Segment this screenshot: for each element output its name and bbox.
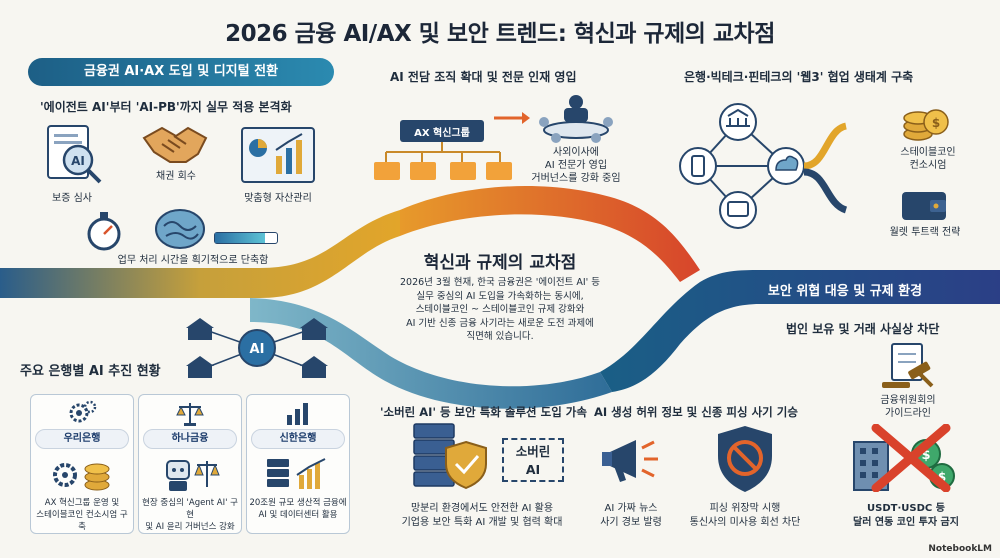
center-text-line: AI 기반 신종 금융 사기라는 새로운 도전 과제에 — [406, 317, 594, 329]
bank-network-icon: AI — [186, 318, 328, 378]
banks-title: 주요 은행별 AI 추진 현황 — [20, 364, 161, 379]
right-navy-band — [600, 270, 1000, 392]
bank-desc-line: 및 AI 윤리 거버넌스 강화 — [145, 522, 235, 532]
center-text-line: 스테이블코인 ~ 스테이블코인 규제 강화와 — [415, 304, 585, 315]
gear-icon — [69, 400, 97, 423]
server-shield-icon — [413, 423, 487, 490]
section-pill-digital: 금융권 AI·AX 도입 및 디지털 전환 — [28, 58, 334, 86]
org-chart-icon — [374, 120, 512, 180]
bank-name-woori: 우리은행 — [35, 429, 129, 449]
bar-chart-icon — [287, 403, 308, 425]
sovereign-desc-line1: 망분리 환경에서도 안전한 AI 활용 — [410, 503, 554, 514]
bank-name-hana: 하나금융 — [143, 429, 237, 449]
coins-icon: $ — [903, 109, 949, 141]
middle-desc-line1: 사외이사에 — [553, 147, 599, 158]
orange-arc — [400, 186, 700, 282]
stopwatch-icon — [87, 212, 121, 251]
sovereign-box-line: AI — [525, 462, 541, 477]
wallet-label: 월렛 투트랙 전략 — [889, 227, 961, 238]
svg-text:AI: AI — [250, 342, 265, 357]
center-text-line: 실무 중심의 AI 도입을 가속화하는 동시에, — [416, 290, 584, 302]
corporate-subtitle: 법인 보유 및 거래 사실상 차단 — [786, 322, 940, 336]
shield-block-icon — [718, 426, 772, 492]
stablecoin-label-1: 스테이블코인 — [900, 147, 956, 158]
robot-icon — [166, 460, 220, 491]
bank-panel-woori: 우리은행 AX 혁신그룹 운영 및 스테이블코인 컨소시엄 구축 — [30, 394, 134, 534]
arrow-right-icon — [494, 112, 530, 124]
bank-desc-hana: 현장 중심의 'Agent AI' 구현 및 AI 윤리 거버넌스 강화 — [141, 497, 239, 533]
left-top-subtitle: '에이전트 AI'부터 'AI-PB'까지 실무 적용 본격화 — [40, 100, 292, 114]
svg-text:$: $ — [932, 116, 940, 130]
right-top-subtitle: 은행·빅테크·핀테크의 '웹3' 협업 생태계 구축 — [684, 70, 914, 84]
megaphone-icon — [602, 440, 658, 482]
sovereign-ai-box: 소버린 AI — [502, 438, 564, 482]
label-collection: 채권 회수 — [156, 171, 196, 182]
fraud-phishing-line2: 통신사의 미사용 회선 차단 — [689, 517, 801, 528]
center-title: 혁신과 규제의 교차점 — [423, 253, 577, 273]
fraud-phishing-line1: 피싱 위장막 시행 — [709, 503, 781, 514]
middle-desc-line3: 거버넌스를 강화 중임 — [531, 173, 621, 184]
label-time-reduction: 업무 처리 시간을 획기적으로 단축함 — [117, 255, 269, 266]
sovereign-subtitle: '소버린 AI' 등 보안 특화 솔루션 도입 가속 — [380, 405, 587, 419]
bank-panel-shinhan: 신한은행 20조원 규모 생산적 금융에 AI 및 데이터센터 활용 — [246, 394, 350, 534]
stablecoin-label-2: 컨소시엄 — [909, 160, 947, 171]
bank-desc-line: AI 및 데이터센터 활용 — [258, 510, 338, 520]
svg-text:$: $ — [921, 448, 930, 463]
org-label: AX 혁신그룹 — [414, 128, 470, 139]
page-title: 2026 금융 AI/AX 및 보안 트렌드: 혁신과 규제의 교차점 — [225, 21, 775, 47]
bank-desc-line: 현장 중심의 'Agent AI' 구현 — [142, 498, 238, 520]
center-text-line: 2026년 3월 현재, 한국 금융권은 '에이전트 AI' 등 — [399, 277, 600, 288]
svg-text:$: $ — [938, 470, 946, 484]
svg-text:AI: AI — [71, 154, 85, 168]
right-band-label: 보안 위협 대응 및 규제 환경 — [767, 284, 923, 299]
boardroom-icon — [539, 95, 613, 143]
document-ai-icon: AI — [47, 125, 102, 184]
bank-desc-line: 20조원 규모 생산적 금융에 — [249, 498, 347, 508]
scales-icon — [176, 403, 204, 426]
fraud-subtitle: AI 생성 허위 정보 및 신종 피싱 사기 기승 — [594, 405, 798, 419]
middle-top-subtitle: AI 전담 조직 확대 및 전문 인재 영입 — [390, 70, 577, 84]
bank-desc-line: AX 혁신그룹 운영 및 — [44, 498, 120, 508]
bank-name-shinhan: 신한은행 — [251, 429, 345, 449]
center-text-line: 직면해 있습니다. — [466, 331, 534, 342]
label-insurance: 보증 심사 — [52, 193, 92, 204]
sovereign-desc-line2: 기업용 보안 특화 AI 개발 및 협력 확대 — [401, 517, 563, 528]
network-icon — [679, 103, 848, 229]
bank-desc-line: 스테이블코인 컨소시엄 구축 — [36, 510, 128, 532]
dashboard-chart-icon — [241, 127, 315, 183]
servers-growth-icon — [267, 458, 326, 489]
bank-desc-woori: AX 혁신그룹 운영 및 스테이블코인 컨소시엄 구축 — [33, 497, 131, 533]
bank-desc-shinhan: 20조원 규모 생산적 금융에 AI 및 데이터센터 활용 — [249, 497, 347, 521]
fraud-news-line2: 사기 경보 발령 — [600, 517, 662, 528]
wallet-icon — [902, 192, 946, 220]
progress-bar — [214, 232, 278, 244]
building-coins-ban-icon: $ $ — [853, 424, 955, 492]
handshake-icon — [142, 126, 208, 163]
center-text: 2026년 3월 현재, 한국 금융권은 '에이전트 AI' 등 실무 중심의 … — [372, 276, 628, 344]
guideline-line2: 가이드라인 — [885, 408, 931, 419]
footer-brand: NotebookLM — [928, 544, 992, 554]
ban-line1: USDT·USDC 등 — [867, 503, 945, 514]
gavel-icon — [882, 343, 934, 388]
middle-desc-line2: AI 전문가 영입 — [544, 160, 608, 171]
gears-coins-icon — [53, 463, 110, 491]
teal-arc — [250, 298, 612, 409]
ban-line2: 달러 연동 코인 투자 금지 — [853, 517, 959, 528]
progress-bar-fill — [215, 233, 265, 243]
bank-panel-hana: 하나금융 현장 중심의 'Agent AI' 구현 및 AI 윤리 거버넌스 강… — [138, 394, 242, 534]
sovereign-box-line: 소버린 — [515, 444, 551, 459]
fraud-news-line1: AI 가짜 뉴스 — [604, 503, 658, 514]
guideline-line1: 금융위원회의 — [880, 395, 936, 406]
label-wealth: 맞춤형 자산관리 — [244, 193, 312, 204]
left-gold-band — [0, 210, 400, 298]
brain-ai-icon — [155, 209, 205, 249]
